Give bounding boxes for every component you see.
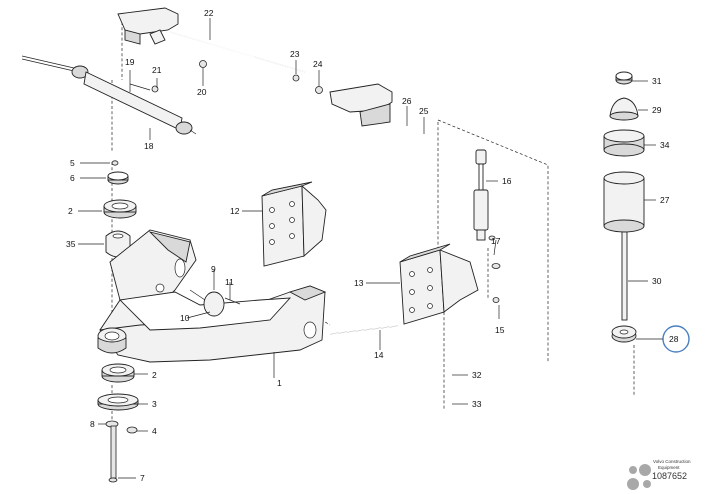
callout-21: 21 — [152, 65, 162, 75]
callout-10: 10 — [180, 313, 190, 323]
stabilizer-rod-assembly — [117, 7, 393, 127]
nut-23 — [292, 74, 300, 82]
washer-20 — [199, 60, 207, 68]
drawing-number: 1087652 — [652, 471, 687, 481]
shock-absorber — [473, 149, 501, 303]
avito-logo — [627, 464, 651, 490]
callout-1: 1 — [277, 378, 282, 388]
callout-9: 9 — [211, 264, 216, 274]
nut-21 — [151, 85, 159, 93]
callout-32: 32 — [472, 370, 482, 380]
callout-6: 6 — [70, 173, 75, 183]
callout-16: 16 — [502, 176, 512, 186]
bracket-12 — [261, 181, 327, 267]
callout-11: 11 — [225, 277, 234, 287]
watermark-line2: Equipment — [658, 465, 680, 470]
main-a-frame — [97, 229, 327, 363]
bracket-13 — [399, 243, 479, 325]
callout-8: 8 — [90, 419, 95, 429]
callout-7: 7 — [140, 473, 145, 483]
callout-3: 3 — [152, 399, 157, 409]
callout-22: 22 — [204, 8, 214, 18]
callout-29: 29 — [652, 105, 662, 115]
callout-24: 24 — [313, 59, 323, 69]
callout-35: 35 — [66, 239, 76, 249]
air-spring-stack — [603, 71, 690, 353]
callout-28: 28 — [669, 334, 679, 344]
callout-34: 34 — [660, 140, 670, 150]
callout-26: 26 — [402, 96, 412, 106]
callout-15: 15 — [495, 325, 505, 335]
cover-plate — [189, 289, 241, 317]
callout-4: 4 — [152, 426, 157, 436]
callout-33: 33 — [472, 399, 482, 409]
callout-2-upper: 2 — [68, 206, 73, 216]
callout-25: 25 — [419, 106, 429, 116]
callout-30: 30 — [652, 276, 662, 286]
callout-17: 17 — [491, 236, 501, 246]
callout-23: 23 — [290, 49, 300, 59]
callout-13: 13 — [354, 278, 364, 288]
callout-5: 5 — [70, 158, 75, 168]
callout-12: 12 — [230, 206, 240, 216]
reaction-rod — [21, 55, 197, 135]
callout-18: 18 — [144, 141, 154, 151]
track-rod-14 — [329, 325, 399, 335]
washer-24 — [315, 86, 323, 94]
callout-2-lower: 2 — [152, 370, 157, 380]
callout-19: 19 — [125, 57, 135, 67]
callout-31: 31 — [652, 76, 662, 86]
watermark-line1: Volvo Construction — [653, 459, 691, 464]
callout-leaders — [78, 18, 663, 479]
left-lower-stack — [97, 363, 139, 483]
callout-27: 27 — [660, 195, 670, 205]
callout-20: 20 — [197, 87, 207, 97]
callout-labels: 1 2 3 5 6 2 35 2 8 4 7 9 10 11 12 13 14 … — [66, 8, 679, 483]
callout-14: 14 — [374, 350, 384, 360]
left-upper-stack — [103, 160, 137, 258]
watermark: Volvo Construction Equipment 1087652 — [627, 459, 691, 490]
